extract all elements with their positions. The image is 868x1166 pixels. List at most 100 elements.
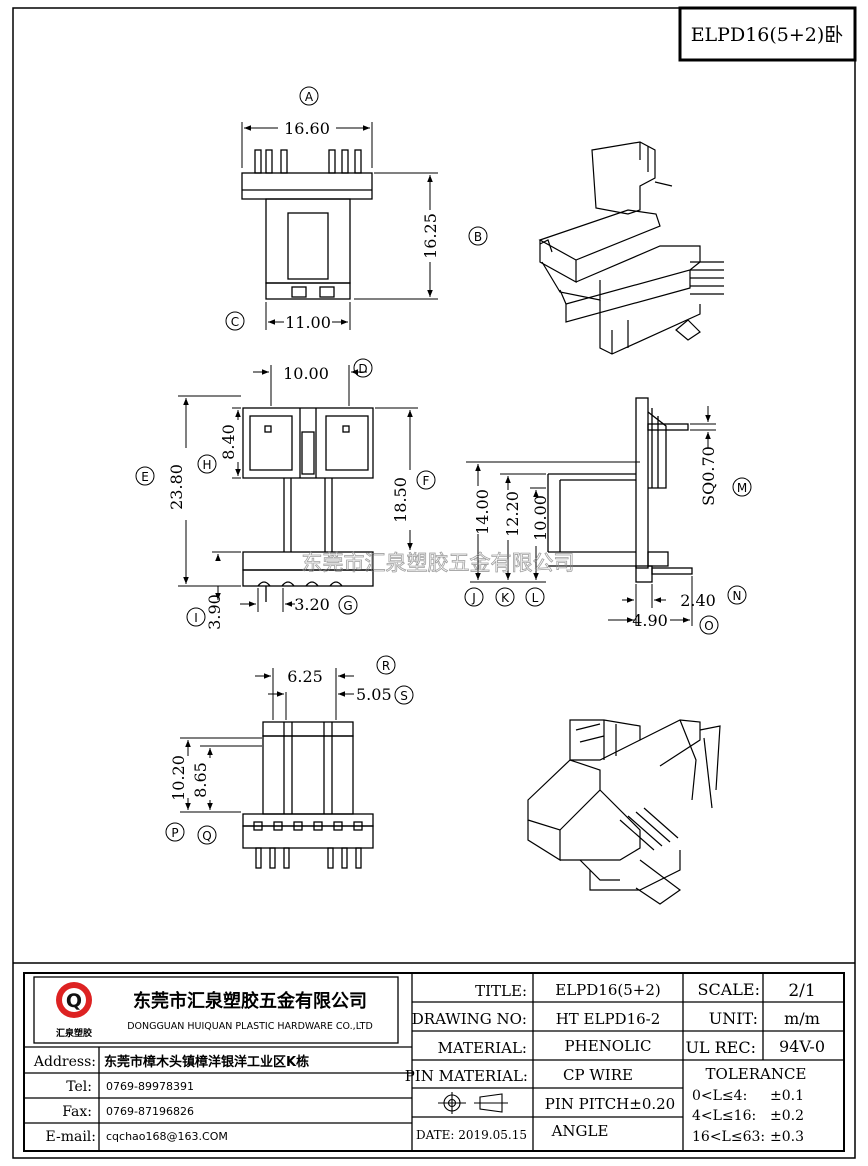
sheet-border (12, 7, 856, 1159)
svg-text:R: R (382, 659, 390, 673)
svg-text:J: J (471, 591, 476, 605)
dims-view-3 (466, 406, 716, 626)
pin-material-value: CP WIRE (563, 1066, 633, 1084)
drawing-no-label: DRAWING NO: (412, 1010, 527, 1028)
unit-value: m/m (784, 1009, 820, 1028)
callout-d: D (353, 358, 373, 378)
material-value: PHENOLIC (565, 1037, 652, 1055)
callout-s: S (394, 685, 414, 705)
svg-text:B: B (474, 230, 482, 244)
dim-14-00: 14.00 (473, 489, 492, 535)
dim-2-40: 2.40 (680, 591, 716, 610)
dim-11-00: 11.00 (285, 313, 331, 332)
svg-text:G: G (343, 599, 352, 613)
side-view (547, 397, 693, 583)
callout-i: I (186, 607, 206, 627)
email-label: E-mail: (45, 1129, 96, 1145)
dim-6-25: 6.25 (287, 667, 323, 686)
address-value: 东莞市樟木头镇樟洋银洋工业区K栋 (104, 1054, 309, 1070)
dim-8-65: 8.65 (191, 762, 210, 798)
callout-n: N (727, 585, 747, 605)
scale-value: 2/1 (788, 981, 815, 1001)
dim-10-00-top: 10.00 (283, 364, 329, 383)
pin-pitch: PIN PITCH±0.20 (545, 1095, 675, 1113)
callout-b: B (468, 226, 488, 246)
dim-3-20: 3.20 (294, 595, 330, 614)
scale-label: SCALE: (698, 980, 760, 999)
svg-text:C: C (231, 315, 239, 329)
logo-caption: 汇泉塑胶 (56, 1027, 92, 1039)
tol-2-range: 4<L≤16: (692, 1108, 756, 1124)
dim-8-40: 8.40 (219, 424, 238, 460)
isometric-view-lower (527, 719, 721, 905)
projection-symbol-icon (438, 1092, 508, 1114)
tel-label: Tel: (66, 1079, 92, 1095)
title-label: TITLE: (475, 982, 527, 1000)
part-title-box (678, 6, 857, 62)
pin-material-label: PIN MATERIAL: (405, 1067, 528, 1085)
svg-text:L: L (532, 591, 539, 605)
svg-text:Q: Q (66, 990, 82, 1012)
dim-sq0-70: SQ0.70 (699, 446, 718, 506)
fax-label: Fax: (62, 1104, 92, 1120)
dim-3-90: 3.90 (205, 594, 224, 630)
svg-text:A: A (305, 90, 314, 104)
title-value: ELPD16(5+2) (555, 981, 660, 999)
dim-4-90: 4.90 (632, 611, 668, 630)
dim-10-00-side: 10.00 (531, 495, 550, 541)
dims-view-2 (178, 365, 418, 612)
dims-view-1 (241, 122, 438, 330)
callout-q: Q (197, 825, 217, 845)
dim-10-20: 10.20 (169, 755, 188, 801)
watermark: 东莞市汇泉塑胶五金有限公司 (302, 551, 575, 575)
isometric-view-upper (538, 141, 724, 355)
callout-e: E (135, 466, 155, 486)
angle-label: ANGLE (551, 1122, 609, 1140)
unit-label: UNIT: (709, 1009, 758, 1028)
svg-text:I: I (194, 611, 198, 625)
tol-3-value: ±0.3 (770, 1129, 804, 1145)
callout-a: A (299, 86, 319, 106)
dim-16-60: 16.60 (284, 119, 330, 138)
callout-m: M (732, 477, 752, 497)
tol-2-value: ±0.2 (770, 1108, 804, 1124)
dim-16-25: 16.25 (421, 213, 440, 259)
front-view-top (241, 149, 373, 300)
address-label: Address: (33, 1054, 96, 1070)
front-view-middle (242, 407, 374, 602)
svg-text:D: D (358, 362, 367, 376)
callout-l: L (525, 587, 545, 607)
part-title: ELPD16(5+2)卧 (691, 24, 844, 46)
ul-rec-value: 94V-0 (779, 1037, 825, 1056)
fax-value: 0769-87196826 (106, 1105, 194, 1118)
callout-j: J (464, 587, 484, 607)
callout-o: O (699, 615, 719, 635)
drawing-no-value: HT ELPD16-2 (556, 1010, 661, 1028)
dims-view-4 (180, 668, 354, 813)
svg-text:M: M (737, 481, 747, 495)
svg-text:S: S (400, 689, 408, 703)
callout-p: P (165, 822, 185, 842)
svg-text:H: H (202, 458, 211, 472)
svg-text:Q: Q (202, 829, 211, 843)
callout-c: C (225, 311, 245, 331)
front-view-bottom (242, 721, 374, 869)
ul-rec-label: UL REC: (685, 1038, 756, 1057)
tol-1-range: 0<L≤4: (692, 1088, 747, 1104)
svg-text:N: N (733, 589, 742, 603)
drawing-date: DATE: 2019.05.15 (416, 1128, 527, 1142)
company-name-en: DONGGUAN HUIQUAN PLASTIC HARDWARE CO.,LT… (127, 1021, 373, 1032)
svg-text:K: K (501, 591, 510, 605)
material-label: MATERIAL: (438, 1039, 527, 1057)
callout-r: R (376, 655, 396, 675)
svg-text:P: P (171, 826, 178, 840)
dim-12-20: 12.20 (503, 491, 522, 537)
email-value: cqchao168@163.COM (106, 1130, 228, 1143)
tel-value: 0769-89978391 (106, 1080, 194, 1093)
tol-3-range: 16<L≤63: (692, 1129, 765, 1145)
svg-text:O: O (704, 619, 713, 633)
company-logo: Q 汇泉塑胶 (56, 982, 92, 1039)
company-name-cn: 东莞市汇泉塑胶五金有限公司 (133, 990, 367, 1012)
callout-f: F (416, 470, 436, 490)
